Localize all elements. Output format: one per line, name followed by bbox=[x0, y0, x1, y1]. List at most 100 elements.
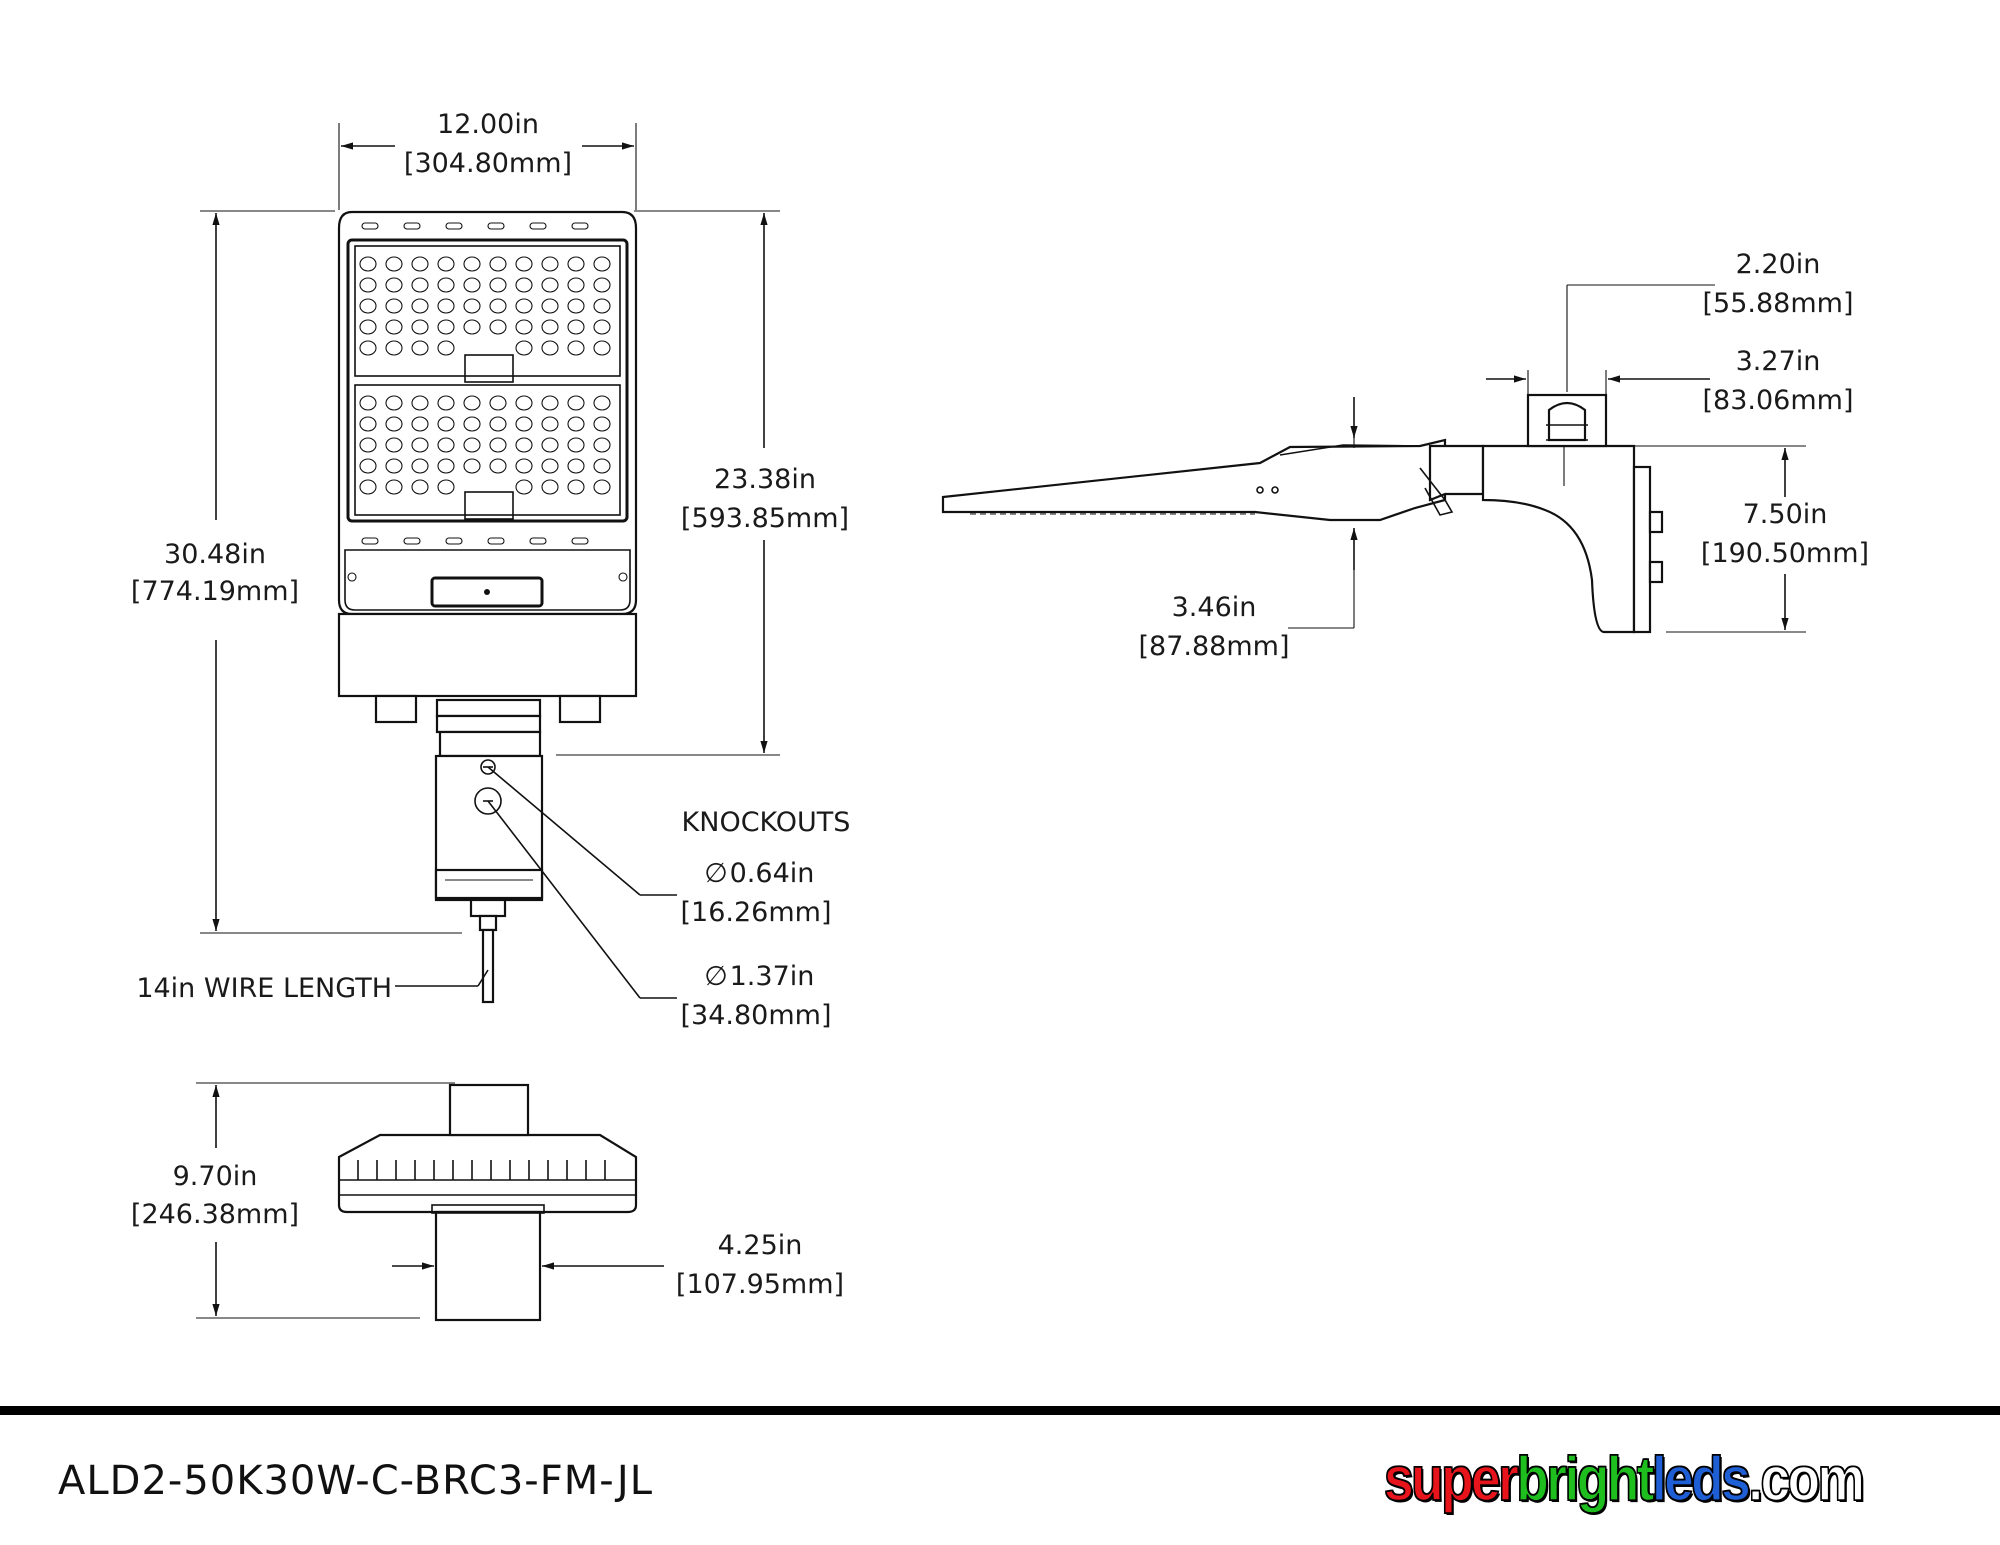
led-lens bbox=[411, 458, 429, 474]
side-view: 2.20in [55.88mm] 3.27in [83.06mm] 7.50in… bbox=[941, 249, 1869, 662]
led-lens bbox=[567, 458, 585, 474]
dim-head-height-mm: [593.85mm] bbox=[681, 503, 849, 534]
led-lens bbox=[385, 479, 403, 495]
led-lens bbox=[541, 340, 559, 356]
led-lens bbox=[567, 395, 585, 411]
dim-side-mount-width-in: 3.27in bbox=[1736, 346, 1821, 377]
bottom-view: 9.70in [246.38mm] 4.25in [107.95mm] bbox=[131, 1082, 844, 1322]
led-lens bbox=[385, 298, 403, 314]
led-lens bbox=[567, 416, 585, 432]
led-lens bbox=[541, 277, 559, 293]
led-lens bbox=[593, 340, 611, 356]
led-lens bbox=[489, 298, 507, 314]
led-lens bbox=[541, 416, 559, 432]
knockout-small-in: 0.64in bbox=[730, 858, 815, 889]
led-lens bbox=[489, 437, 507, 453]
led-lens bbox=[567, 277, 585, 293]
knockouts-title: KNOCKOUTS bbox=[682, 807, 851, 838]
led-lens bbox=[489, 277, 507, 293]
led-lens bbox=[567, 298, 585, 314]
dim-head-height-in: 23.38in bbox=[714, 464, 816, 495]
wire-length-label: 14in WIRE LENGTH bbox=[136, 973, 392, 1004]
led-lens bbox=[411, 256, 429, 272]
led-lens bbox=[593, 319, 611, 335]
led-lens bbox=[437, 395, 455, 411]
led-lens bbox=[411, 298, 429, 314]
led-lens bbox=[437, 479, 455, 495]
led-lens bbox=[515, 479, 533, 495]
led-lens bbox=[437, 298, 455, 314]
led-lens bbox=[385, 416, 403, 432]
led-lens bbox=[411, 395, 429, 411]
led-lens bbox=[411, 479, 429, 495]
led-lens bbox=[463, 395, 481, 411]
led-lens bbox=[385, 340, 403, 356]
logo-part-com: .com bbox=[1748, 1444, 1866, 1515]
led-lens bbox=[463, 437, 481, 453]
led-lens bbox=[385, 437, 403, 453]
led-lens bbox=[385, 319, 403, 335]
led-lens bbox=[515, 298, 533, 314]
dim-side-mount-top-in: 2.20in bbox=[1736, 249, 1821, 280]
dim-side-mount-width-mm: [83.06mm] bbox=[1703, 385, 1854, 416]
led-lens bbox=[437, 256, 455, 272]
led-lens bbox=[541, 319, 559, 335]
led-lens bbox=[489, 416, 507, 432]
led-lens bbox=[515, 437, 533, 453]
led-lens bbox=[593, 458, 611, 474]
led-lens bbox=[567, 340, 585, 356]
heat-sink-fins bbox=[357, 1160, 606, 1180]
dim-side-head-thickness-mm: [87.88mm] bbox=[1139, 631, 1290, 662]
led-lens bbox=[359, 395, 377, 411]
led-lens bbox=[515, 256, 533, 272]
led-lens bbox=[593, 298, 611, 314]
led-lens bbox=[541, 256, 559, 272]
led-lens bbox=[359, 319, 377, 335]
knockout-large-mm: [34.80mm] bbox=[681, 1000, 832, 1031]
knockout-small-mm: [16.26mm] bbox=[681, 897, 832, 928]
dim-side-head-thickness-in: 3.46in bbox=[1172, 592, 1257, 623]
logo-part-leds: leds bbox=[1651, 1444, 1751, 1515]
model-number: ALD2-50K30W-C-BRC3-FM-JL bbox=[58, 1458, 653, 1504]
dim-bottom-mount-width-in: 4.25in bbox=[718, 1230, 803, 1261]
knockout-large-in: 1.37in bbox=[730, 961, 815, 992]
led-lens bbox=[567, 256, 585, 272]
led-lens bbox=[463, 458, 481, 474]
led-lens bbox=[515, 340, 533, 356]
brand-logo: superbrightleds.com bbox=[1383, 1444, 1866, 1515]
led-lens bbox=[359, 458, 377, 474]
led-lens bbox=[359, 277, 377, 293]
led-lens bbox=[463, 416, 481, 432]
led-lens bbox=[437, 277, 455, 293]
led-lens bbox=[489, 256, 507, 272]
led-lens bbox=[567, 319, 585, 335]
dim-front-width-mm: [304.80mm] bbox=[404, 148, 572, 179]
led-lens bbox=[385, 395, 403, 411]
led-lens bbox=[385, 256, 403, 272]
footer-rule bbox=[0, 1406, 2000, 1415]
dim-side-bracket-height-in: 7.50in bbox=[1743, 499, 1828, 530]
led-lens bbox=[411, 340, 429, 356]
logo-part-bright: bright bbox=[1516, 1444, 1655, 1515]
diameter-symbol-icon: ∅ bbox=[704, 961, 728, 992]
led-lens bbox=[463, 277, 481, 293]
led-lens bbox=[437, 319, 455, 335]
led-lens bbox=[359, 340, 377, 356]
led-lens bbox=[437, 416, 455, 432]
dim-front-width-in: 12.00in bbox=[437, 109, 539, 140]
front-view: 12.00in [304.80mm] 30.48in [774.19mm] 23… bbox=[131, 109, 851, 1031]
led-lens bbox=[515, 395, 533, 411]
led-lens bbox=[593, 395, 611, 411]
led-lens bbox=[541, 298, 559, 314]
diameter-symbol-icon: ∅ bbox=[704, 858, 728, 889]
led-lens bbox=[593, 479, 611, 495]
led-lens bbox=[567, 437, 585, 453]
led-lens bbox=[541, 458, 559, 474]
dim-side-bracket-height-mm: [190.50mm] bbox=[1701, 538, 1869, 569]
led-lens bbox=[593, 256, 611, 272]
led-lens bbox=[541, 437, 559, 453]
led-lens bbox=[411, 416, 429, 432]
led-lens bbox=[541, 395, 559, 411]
led-array bbox=[359, 256, 611, 495]
